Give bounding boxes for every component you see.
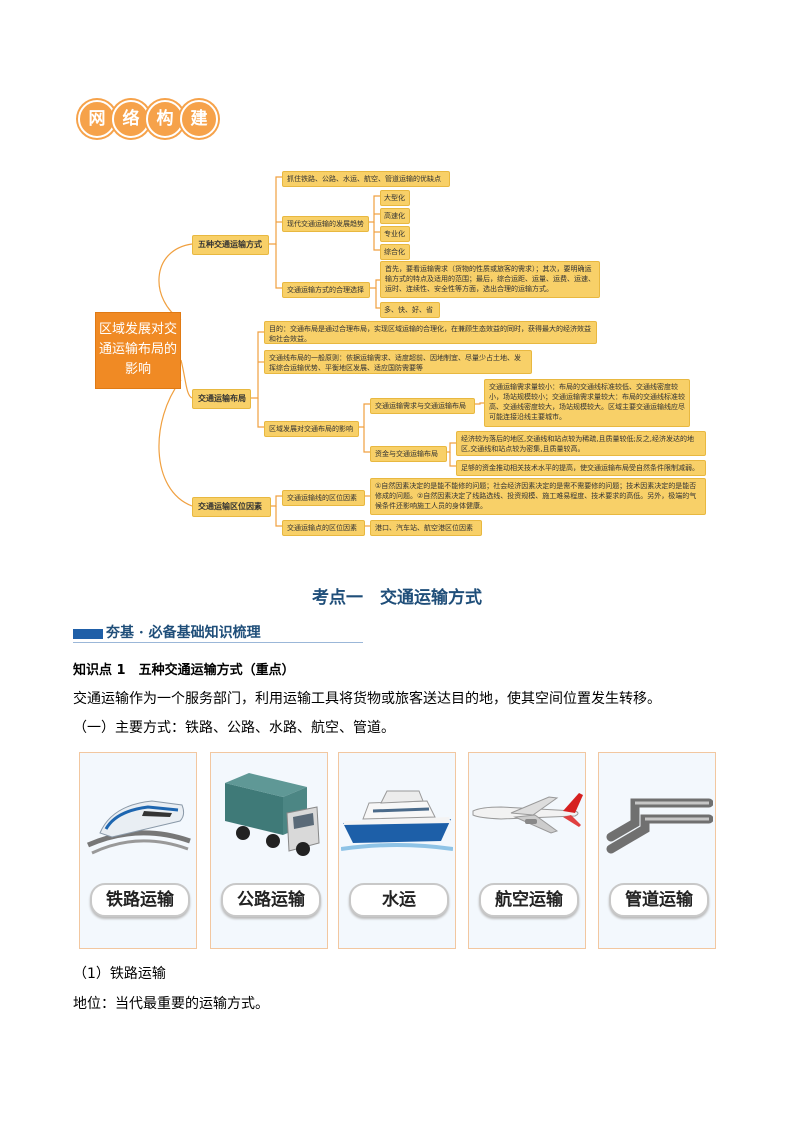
branch-layout: 交通运输布局 (192, 389, 251, 409)
mode-card-air: 航空运输 (468, 752, 586, 949)
rail-status: 地位：当代最重要的运输方式。 (73, 996, 269, 1012)
train-icon (86, 800, 191, 855)
node-trend: 专业化 (380, 226, 410, 242)
node-demand-layout: 交通运输需求与交通运输布局 (370, 398, 475, 414)
node-advantages: 抓住铁路、公路、水运、航空、管道运输的优缺点 (282, 171, 450, 187)
branch-location-factors: 交通运输区位因素 (192, 497, 271, 517)
node-reasonable-choice: 交通运输方式的合理选择 (282, 282, 370, 298)
node-trend: 综合化 (380, 244, 410, 260)
node-capital-layout: 资金与交通运输布局 (370, 446, 447, 462)
header-char: 构 (146, 100, 184, 138)
mode-card-pipeline: 管道运输 (598, 752, 716, 949)
header-char: 建 (180, 100, 218, 138)
mode-label: 航空运输 (479, 883, 579, 917)
mind-map-connectors (158, 176, 484, 527)
node-demand-detail: 交通运输需求量较小：布局的交通线标准较低、交通线密度较小，场站规模较小；交通运输… (484, 379, 690, 427)
node-trend: 大型化 (380, 190, 410, 206)
knowledge-point-heading: 知识点 1 五种交通运输方式（重点） (73, 663, 295, 678)
subtitle: 夯基 · 必备基础知识梳理 (106, 625, 261, 641)
node-choice-summary: 多、快、好、省 (380, 302, 440, 318)
subtitle-bar (73, 629, 103, 639)
ship-icon (341, 790, 453, 851)
branch-five-modes: 五种交通运输方式 (192, 235, 269, 255)
main-modes-paragraph: （一）主要方式：铁路、公路、水路、航空、管道。 (73, 720, 395, 736)
node-capital-detail: 经济较为落后的地区,交通线和站点较为稀疏,且质量较低;反之,经济发达的地区,交通… (456, 431, 706, 456)
mode-label: 管道运输 (609, 883, 709, 917)
node-line-factors-detail: ①自然因素决定的是能不能修的问题；社会经济因素决定的是需不需要修的问题；技术因素… (370, 478, 706, 515)
node-point-factors: 交通运输点的区位因素 (282, 520, 365, 536)
node-layout-purpose: 目的：交通布局是通过合理布局，实现区域运输的合理化，在兼顾生态效益的同时，获得最… (264, 321, 597, 344)
mode-card-water: 水运 (338, 752, 456, 949)
mode-card-rail: 铁路运输 (79, 752, 197, 949)
node-layout-principles: 交通线布局的一般原则：依据运输需求、适度超前、因地制宜、尽量少占土地、发挥综合运… (264, 350, 532, 374)
node-line-factors: 交通运输线的区位因素 (282, 490, 365, 506)
mode-card-road: 公路运输 (210, 752, 328, 949)
airplane-icon (472, 793, 583, 834)
rail-heading: （1）铁路运输 (73, 966, 166, 982)
intro-paragraph: 交通运输作为一个服务部门，利用运输工具将货物或旅客送达目的地，使其空间位置发生转… (73, 691, 661, 707)
truck-icon (225, 773, 320, 856)
mode-label: 铁路运输 (90, 883, 190, 917)
node-point-factors-detail: 港口、汽车站、航空港区位因素 (370, 520, 482, 536)
pipeline-icon (606, 798, 713, 854)
node-trends: 现代交通运输的发展趋势 (282, 216, 369, 232)
mode-label: 水运 (349, 883, 449, 917)
node-trend: 高速化 (380, 208, 410, 224)
node-capital-tech: 足够的资金推动相关技术水平的提高，使交通运输布局受自然条件限制减弱。 (456, 460, 706, 476)
node-choice-detail: 首先，要看运输需求（货物的性质或旅客的需求）；其次，要明确运输方式的特点及适用的… (380, 261, 600, 298)
mode-label: 公路运输 (221, 883, 321, 917)
mind-map-root: 区域发展对交通运输布局的影响 (95, 312, 181, 389)
node-regional-impact: 区域发展对交通布局的影响 (264, 421, 359, 437)
header-char: 络 (112, 100, 150, 138)
subtitle-underline (73, 642, 363, 643)
header-char: 网 (78, 100, 116, 138)
section-title: 考点一 交通运输方式 (312, 588, 482, 608)
